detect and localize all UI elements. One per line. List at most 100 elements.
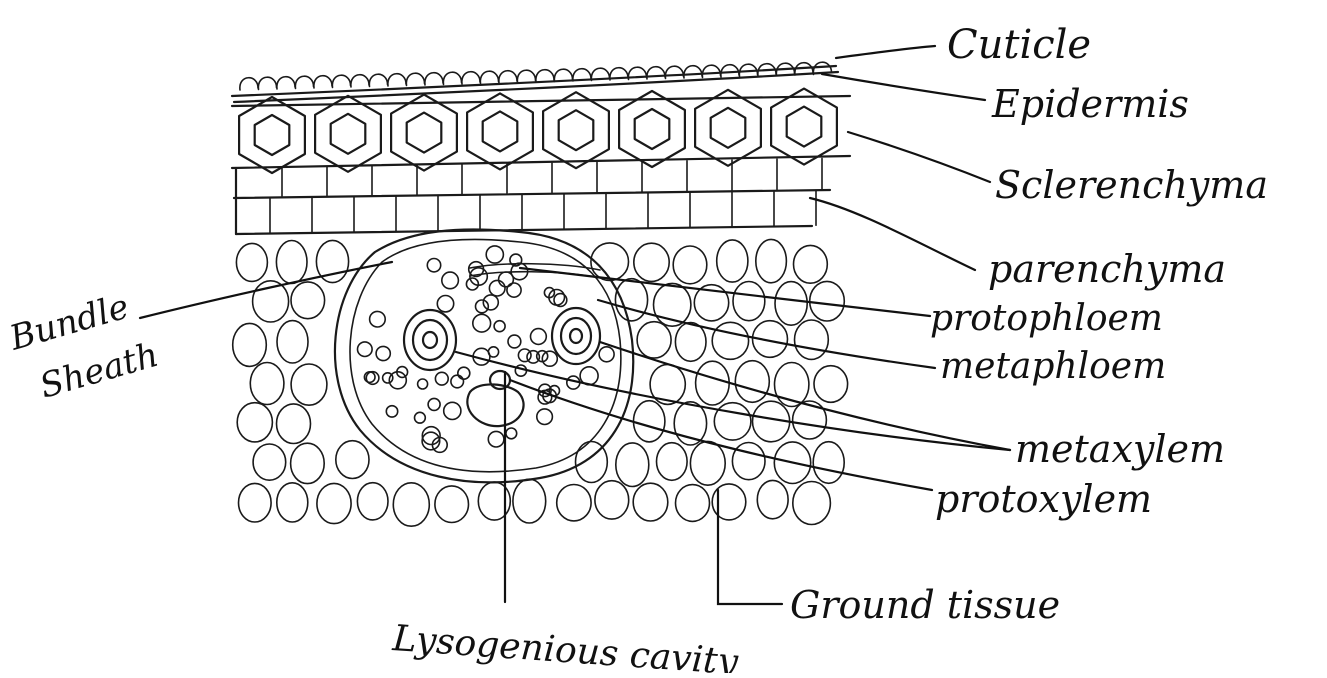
parenchyma-layer [234,158,830,234]
bundle-cell [506,428,517,439]
ground-tissue-cell [291,364,327,405]
label-cuticle: Cuticle [947,22,1091,68]
sclerenchyma-lumen [635,109,670,149]
ground-tissue-cell [733,282,765,321]
bundle-cell [476,300,489,313]
bundle-cell [508,335,521,348]
bundle-cell [488,431,504,447]
ground-tissue-cell [435,486,469,523]
bundle-cell [537,409,553,425]
ground-tissue-cell [634,401,665,442]
epidermis-cell [332,75,350,87]
sclerenchyma-cell [467,93,533,169]
ground-tissue-cell [276,241,307,284]
leader-parenchyma [810,198,975,270]
sclerenchyma-lumen [331,114,366,154]
ground-tissue-cell [732,443,765,480]
label-protoxylem: protoxylem [935,477,1152,521]
bundle-cell [466,278,478,290]
bundle-cell [483,295,498,310]
ground-tissue-cell [690,441,725,485]
label-ground-tissue: Ground tissue [790,583,1060,627]
label-parenchyma: parenchyma [988,247,1226,291]
sclerenchyma-cell [619,91,685,167]
bundle-cell [488,347,498,357]
sclerenchyma-cell [239,97,305,173]
bundle-cell [435,372,448,385]
ground-tissue-cell [775,282,807,326]
sclerenchyma-cell [391,95,457,171]
bundle-cell [531,329,547,345]
leader-ground-tissue [718,490,782,604]
epidermis-cells [240,62,832,90]
epidermis-cell [406,73,424,85]
label-protophloem: protophloem [930,298,1163,339]
bundle-cell [489,280,505,296]
ground-tissue-cell [756,239,787,282]
ground-tissue-cell [714,403,751,440]
sclerenchyma-lumen [255,115,290,155]
bundle-cell [418,379,428,389]
ground-tissue-cell [637,322,671,358]
label-metaxylem: metaxylem [1015,427,1225,471]
epidermis-cell [480,71,498,83]
ground-tissue-cell [595,481,629,519]
epidermis-cell [351,75,369,87]
epidermis-cell [240,78,258,90]
sclerenchyma-lumen [483,111,518,151]
epidermis-cell [517,70,535,82]
sclerenchyma-layer [232,89,850,173]
bundle-cell [542,351,557,366]
bundle-cell [370,311,386,327]
ground-tissue-cell [735,361,769,403]
ground-tissue-cell [814,366,848,403]
sclerenchyma-cell [315,96,381,172]
bundle-cell [383,373,393,383]
ground-tissue-cell [810,281,845,321]
ground-tissue-cell [657,443,688,481]
ground-tissue-cell [393,483,429,526]
ground-tissue-cell [233,323,267,366]
epidermis-cell [258,77,276,89]
label-lysigenous-cavity: Lysogenious cavity [390,618,740,673]
ground-tissue-cell [813,442,844,484]
bundle-cell [473,314,491,332]
epidermis-cell [277,77,295,89]
ground-tissue-cell [236,243,267,281]
ground-tissue-cell [277,483,308,522]
bundle-cell [358,342,373,357]
sclerenchyma-lumen [787,107,822,147]
sclerenchyma-cell [695,90,761,166]
ground-tissue-cell [250,363,284,405]
bundle-cell [386,406,397,417]
epidermis-cell [684,66,702,78]
sclerenchyma-cell [771,89,837,165]
label-metaphloem: metaphloem [940,346,1166,387]
sclerenchyma-lumen [711,108,746,148]
vascular-bundle [335,229,633,482]
label-epidermis: Epidermis [991,82,1189,126]
ground-tissue-cell [513,479,546,523]
bundle-cell [427,259,440,272]
leader-sclerenchyma [848,132,990,182]
epidermis-cell [702,65,720,77]
bundle-cell [428,398,440,410]
epidermis-cell [462,72,480,84]
ground-tissue-cell [676,485,710,522]
ground-tissue-cell [673,246,707,284]
ground-tissue-cell [557,485,591,521]
ground-tissue-cell [696,361,730,405]
epidermis-cell [536,70,554,82]
bundle-cell [415,412,426,423]
epidermis-cell [388,74,406,86]
sclerenchyma-cell [543,92,609,168]
ground-tissue-cell [277,404,311,444]
bundle-cell [451,375,464,388]
epidermis-cell [295,76,313,88]
bundle-cell [458,367,470,379]
ground-tissue-cell [615,279,647,321]
epidermis-cell [499,71,517,83]
ground-tissue-cell [253,444,286,480]
bundle-cell [494,321,505,332]
